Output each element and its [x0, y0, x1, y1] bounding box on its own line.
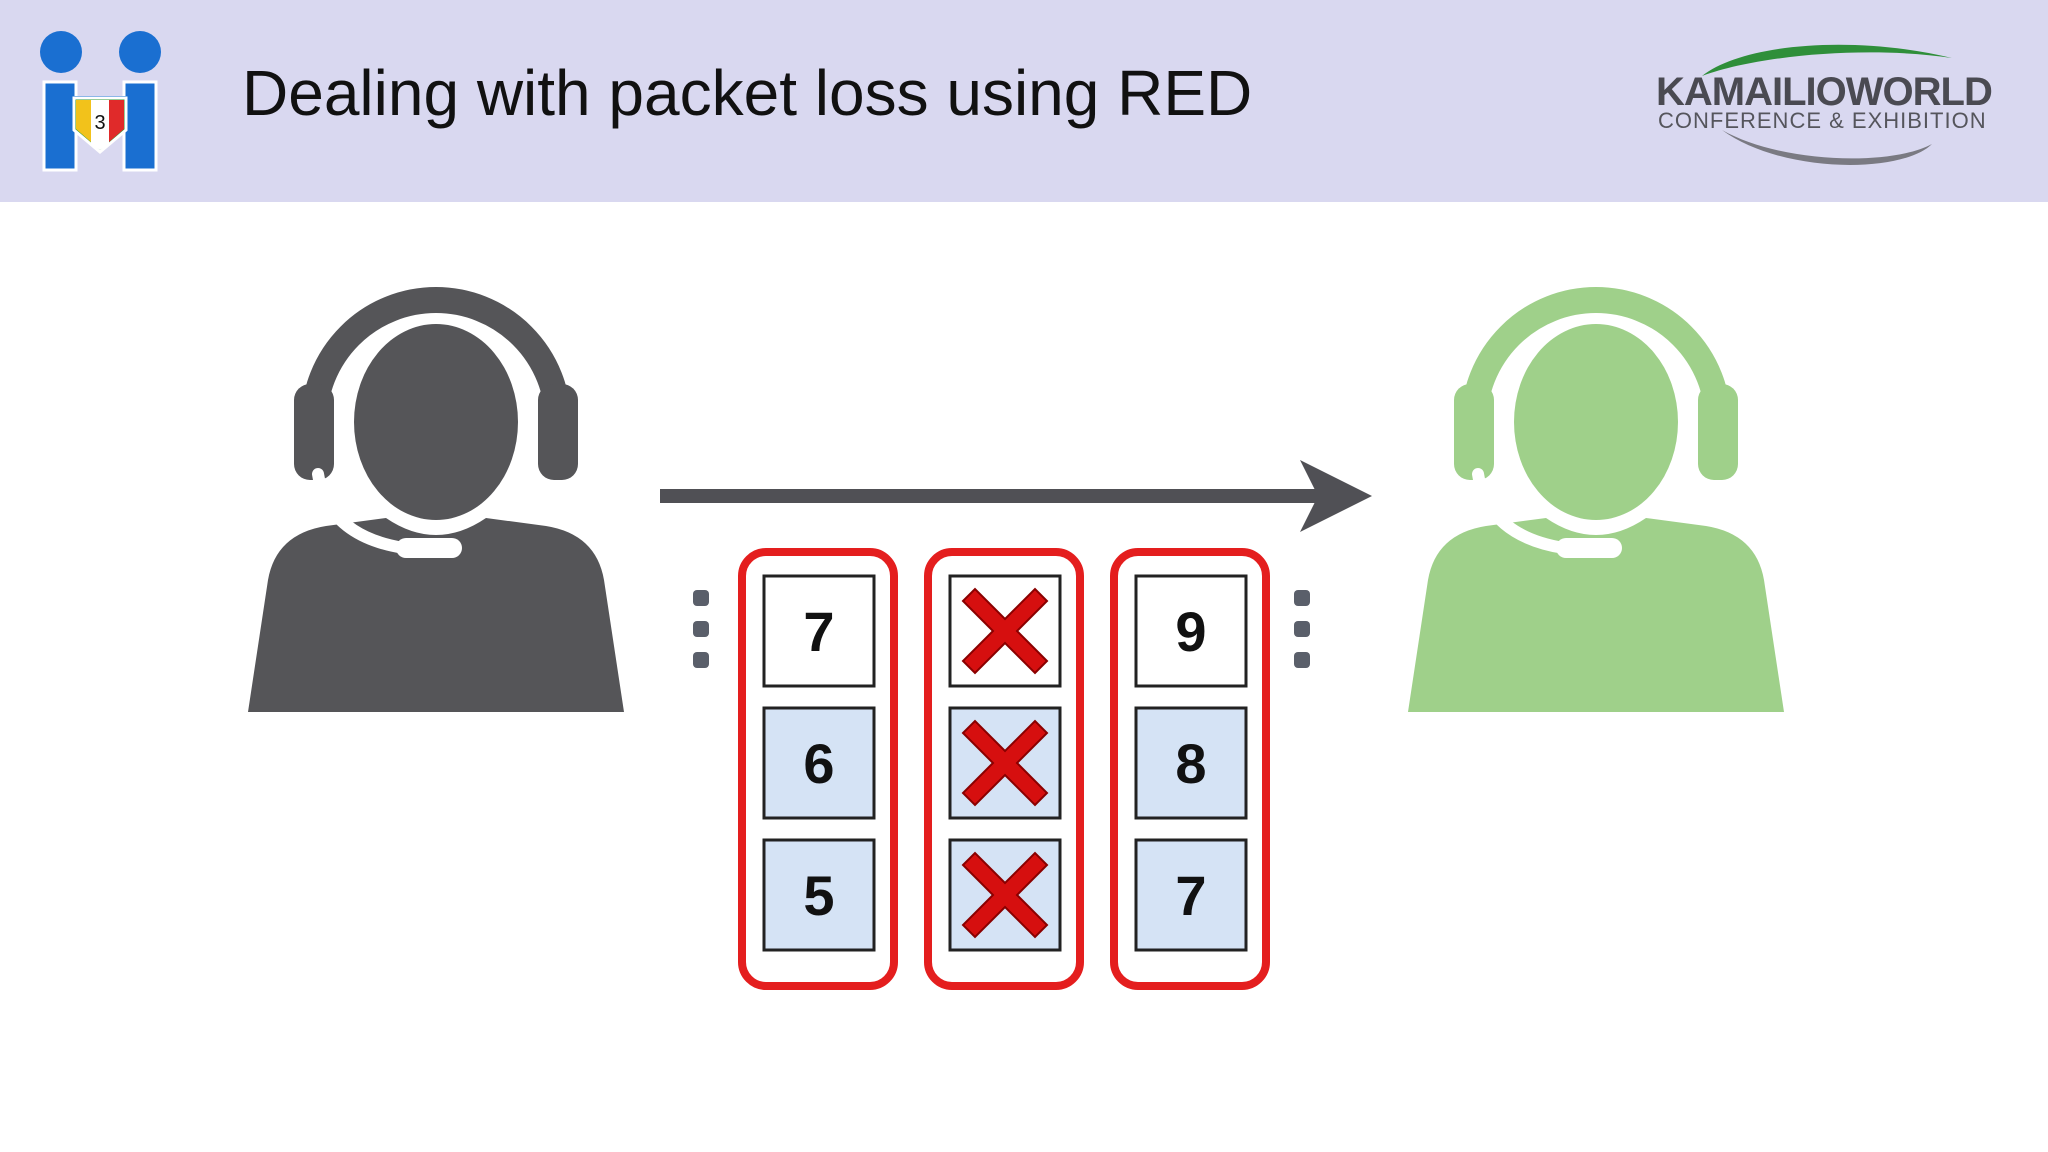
ellipsis-right-icon [1294, 590, 1310, 668]
packet-slot-number: 6 [803, 732, 834, 795]
packet-slot-number: 5 [803, 864, 834, 927]
packet-slot-number: 8 [1175, 732, 1206, 795]
packet-slot-number: 9 [1175, 600, 1206, 663]
receiver-headset-person-icon [1408, 287, 1784, 712]
slide-header [0, 0, 2048, 202]
transmission-arrow-icon [660, 460, 1372, 532]
logo-name: KAMAILIOWORLD [1656, 70, 1993, 114]
packet-2-lost [924, 548, 1084, 990]
packet-3: 9 8 7 [1110, 548, 1270, 990]
logo-dot-left [40, 31, 82, 73]
packet-slot [762, 574, 876, 688]
packet-slot [1134, 574, 1248, 688]
packet-slot [1134, 706, 1248, 820]
logo-subtitle: CONFERENCE & EXHIBITION [1658, 108, 1987, 133]
packet-slot-number: 7 [1175, 864, 1206, 927]
slide-title: Dealing with packet loss using RED [242, 57, 1253, 129]
ellipsis-left-icon [693, 590, 709, 668]
packet-slot-number: 7 [803, 600, 834, 663]
logo-dot-right [119, 31, 161, 73]
packet-1: 7 6 5 [738, 548, 898, 990]
sender-headset-person-icon [248, 287, 624, 712]
kamailio-world-logo: KAMAILIOWORLD CONFERENCE & EXHIBITION [1652, 24, 2012, 189]
packet-slot [762, 838, 876, 952]
packet-slot [1134, 838, 1248, 952]
conference-logo-icon: 3 [40, 31, 161, 172]
packet-slot [762, 706, 876, 820]
logo-swoosh-icon [1702, 44, 1952, 165]
logo-number: 3 [94, 112, 105, 134]
